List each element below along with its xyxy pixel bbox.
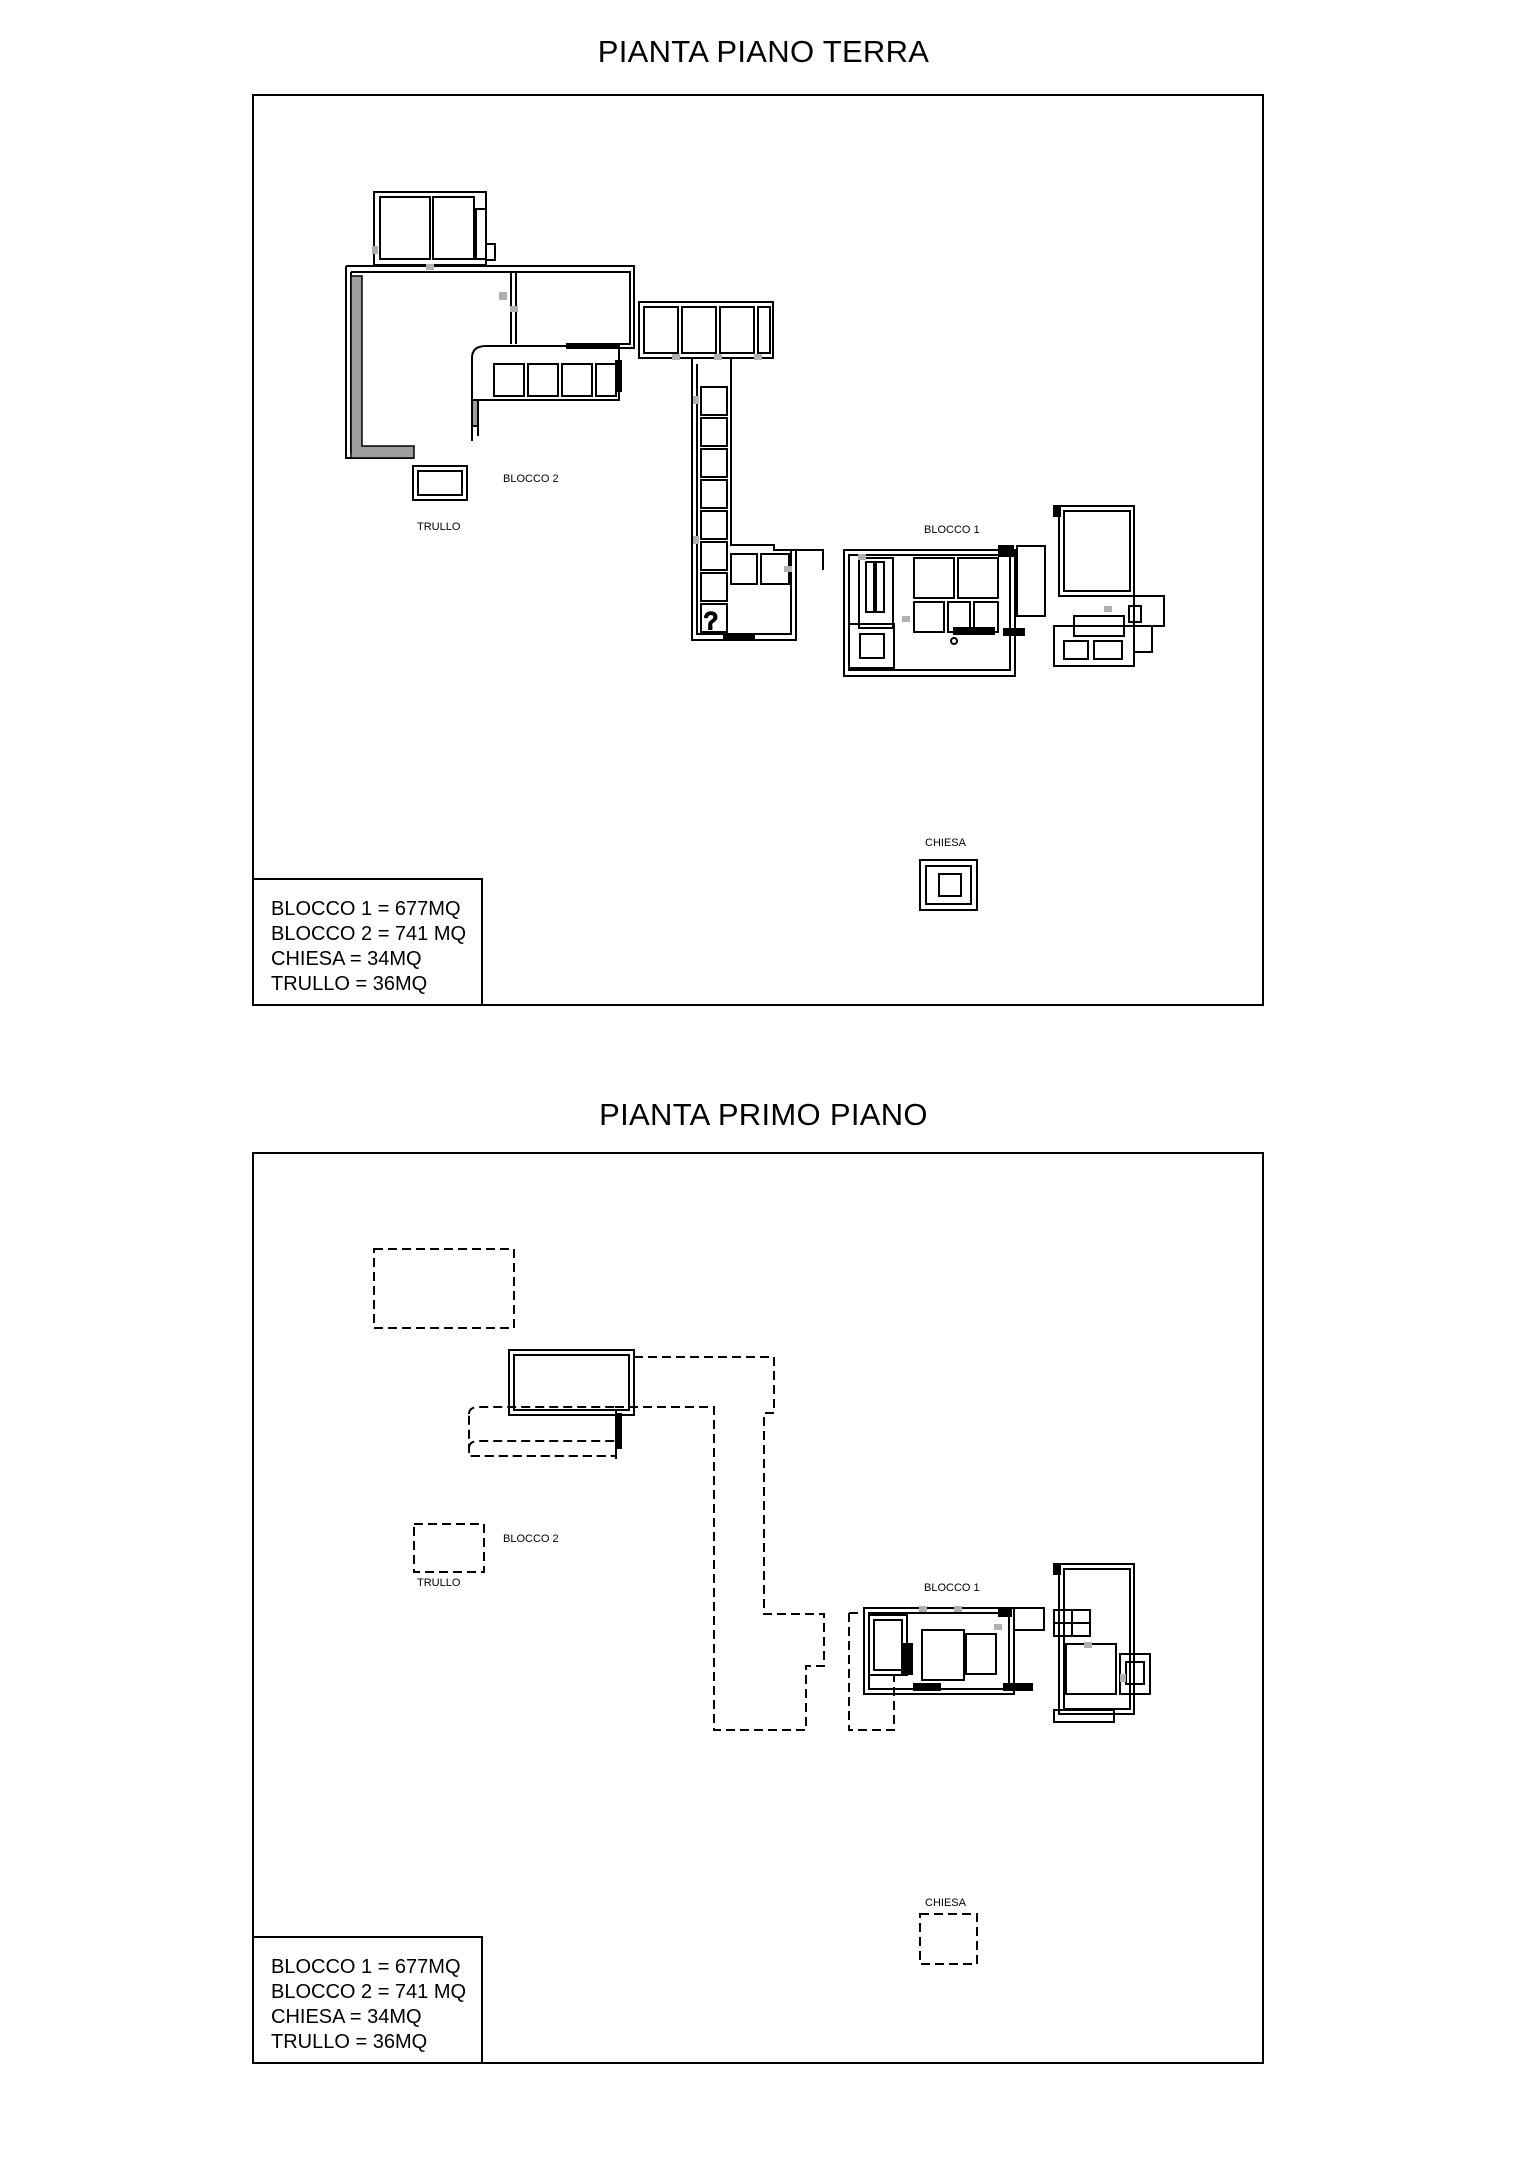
first-floor-dashed-trullo [413,1523,485,1573]
ground-floor-legend: BLOCCO 1 = 677MQ BLOCCO 2 = 741 MQ CHIES… [252,878,483,1006]
legend-chiesa: CHIESA = 34MQ [271,948,422,970]
ground-floor-plan-frame: ? [252,94,1264,1006]
blocco1-label: BLOCCO 1 [924,1582,980,1594]
legend-chiesa: CHIESA = 34MQ [271,2006,422,2028]
legend-blocco2: BLOCCO 2 = 741 MQ [271,1981,467,2003]
legend-blocco1: BLOCCO 1 = 677MQ [271,898,461,920]
chiesa-label: CHIESA [925,1897,967,1909]
first-floor-legend: BLOCCO 1 = 677MQ BLOCCO 2 = 741 MQ CHIES… [252,1936,483,2064]
chiesa-label: CHIESA [925,837,967,849]
chiesa-building [919,859,978,911]
blocco2-north-wing [345,191,635,459]
first-floor-dashed-blocco1-west [848,1612,895,1731]
first-floor-plan-frame: BLOCCO 2 TRULLO BLOCCO 1 CHIESA BLOCCO 1… [252,1152,1264,2064]
first-floor-blocco1-building [863,1563,1151,1723]
blocco2-west-wall [350,275,415,459]
trullo-building [412,465,468,501]
blocco2-label: BLOCCO 2 [503,1533,559,1545]
first-floor-title: PIANTA PRIMO PIANO [599,1097,928,1132]
first-floor-dashed-blocco2-outline [614,1356,825,1731]
legend-blocco2: BLOCCO 2 = 741 MQ [271,923,467,945]
legend-trullo: TRULLO = 36MQ [271,2031,428,2053]
ground-floor-title: PIANTA PIANO TERRA [597,34,930,69]
blocco2-central-rooms [471,345,622,441]
trullo-label: TRULLO [417,521,461,533]
legend-blocco1: BLOCCO 1 = 677MQ [271,1956,461,1978]
ground-floor-drawing: ? [345,191,1165,911]
first-floor-openings [919,1606,1126,1682]
blocco2-east-rooms [638,301,774,359]
legend-trullo: TRULLO = 36MQ [271,973,428,995]
first-floor-drawing: BLOCCO 2 TRULLO BLOCCO 1 CHIESA [373,1248,1151,1965]
first-floor-dashed-north-block [373,1248,515,1329]
blocco1-label: BLOCCO 1 [924,524,980,536]
blocco2-unknown-room-mark: ? [704,608,717,635]
first-floor-solid-block [508,1349,635,1449]
blocco1-building [843,505,1165,677]
ground-floor-openings [372,246,1112,622]
first-floor-dashed-chiesa [919,1913,978,1965]
blocco2-label: BLOCCO 2 [503,473,559,485]
blocco2-south-corridor [691,358,824,641]
trullo-label: TRULLO [417,1577,461,1589]
